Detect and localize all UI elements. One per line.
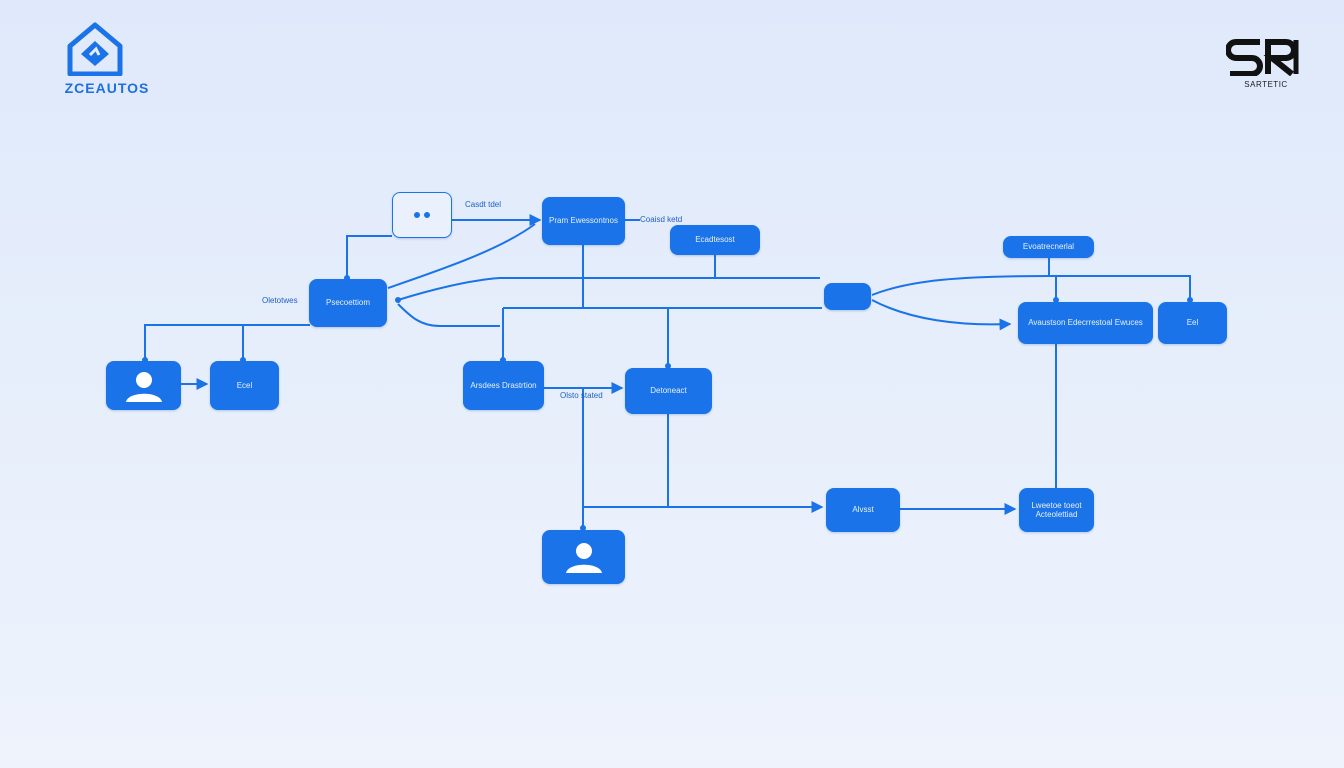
edge-pill-to-right-top: [871, 275, 1191, 300]
edge-label-between-center: Olsto stated: [560, 391, 603, 400]
node-top-center[interactable]: Pram Ewessontnos: [542, 197, 625, 245]
node-label: Detoneact: [650, 386, 687, 396]
node-right-small[interactable]: Eel: [1158, 302, 1227, 344]
node-user-left[interactable]: [106, 361, 181, 410]
node-right-wide[interactable]: Avaustson Edecrrestoal Ewuces: [1018, 302, 1153, 344]
edge-left-mid-lower: [397, 303, 500, 327]
user-icon: [125, 371, 162, 402]
node-bottom-mid[interactable]: Alvsst: [826, 488, 900, 532]
edge-pill-to-right-wide: [871, 299, 1012, 331]
node-label: Arsdees Drastrtion: [470, 380, 537, 390]
house-logo-icon: [67, 22, 123, 76]
brand-logo-right: SARTETIC: [1222, 36, 1310, 94]
brand-wordmark-left: ZCEAUTOS: [64, 80, 150, 96]
node-center-left[interactable]: Arsdees Drastrtion: [463, 361, 544, 410]
node-label: Psecoettiom: [325, 298, 371, 308]
node-label: Ecel: [236, 380, 253, 390]
sr-logo-icon: [1226, 39, 1299, 76]
node-user-bottom[interactable]: [542, 530, 625, 584]
brand-logo-left: ZCEAUTOS: [52, 22, 162, 98]
edge-left-mid-bundle: [397, 277, 820, 301]
node-label: Pram Ewessontnos: [549, 216, 618, 226]
edge-label-top-to-right: Coaisd ketd: [640, 215, 683, 224]
node-left-small[interactable]: Ecel: [210, 361, 279, 410]
edge-left-mid-to-dots: [346, 235, 392, 280]
node-label: Eel: [1186, 318, 1199, 328]
edge-left-mid-to-top: [387, 223, 536, 289]
dots-icon: [414, 212, 430, 218]
node-bottom-right[interactable]: Lweetoe toeot Acteolettiad: [1019, 488, 1094, 532]
node-label: Evoatrecnerlal: [1022, 242, 1075, 252]
node-label: Ecadtesost: [695, 235, 735, 245]
brand-wordmark-right: SARTETIC: [1244, 80, 1288, 89]
user-icon: [565, 543, 602, 573]
node-label: Lweetoe toeot Acteolettiad: [1031, 500, 1082, 519]
edge-label-into-left-mid: Oletotwes: [262, 296, 298, 305]
node-label: Avaustson Edecrrestoal Ewuces: [1028, 318, 1143, 328]
dots-node[interactable]: [392, 192, 452, 238]
node-top-right-small[interactable]: Ecadtesost: [670, 225, 760, 255]
node-center[interactable]: Detoneact: [625, 368, 712, 414]
edge-left-branch: [144, 324, 310, 362]
node-tiny-pill[interactable]: [824, 283, 871, 310]
node-label: Alvsst: [852, 505, 874, 515]
edge-label-dots-to-top: Casdt tdel: [465, 200, 502, 209]
node-right-top-pill[interactable]: Evoatrecnerlal: [1003, 236, 1094, 258]
node-left-mid[interactable]: Psecoettiom: [309, 279, 387, 327]
